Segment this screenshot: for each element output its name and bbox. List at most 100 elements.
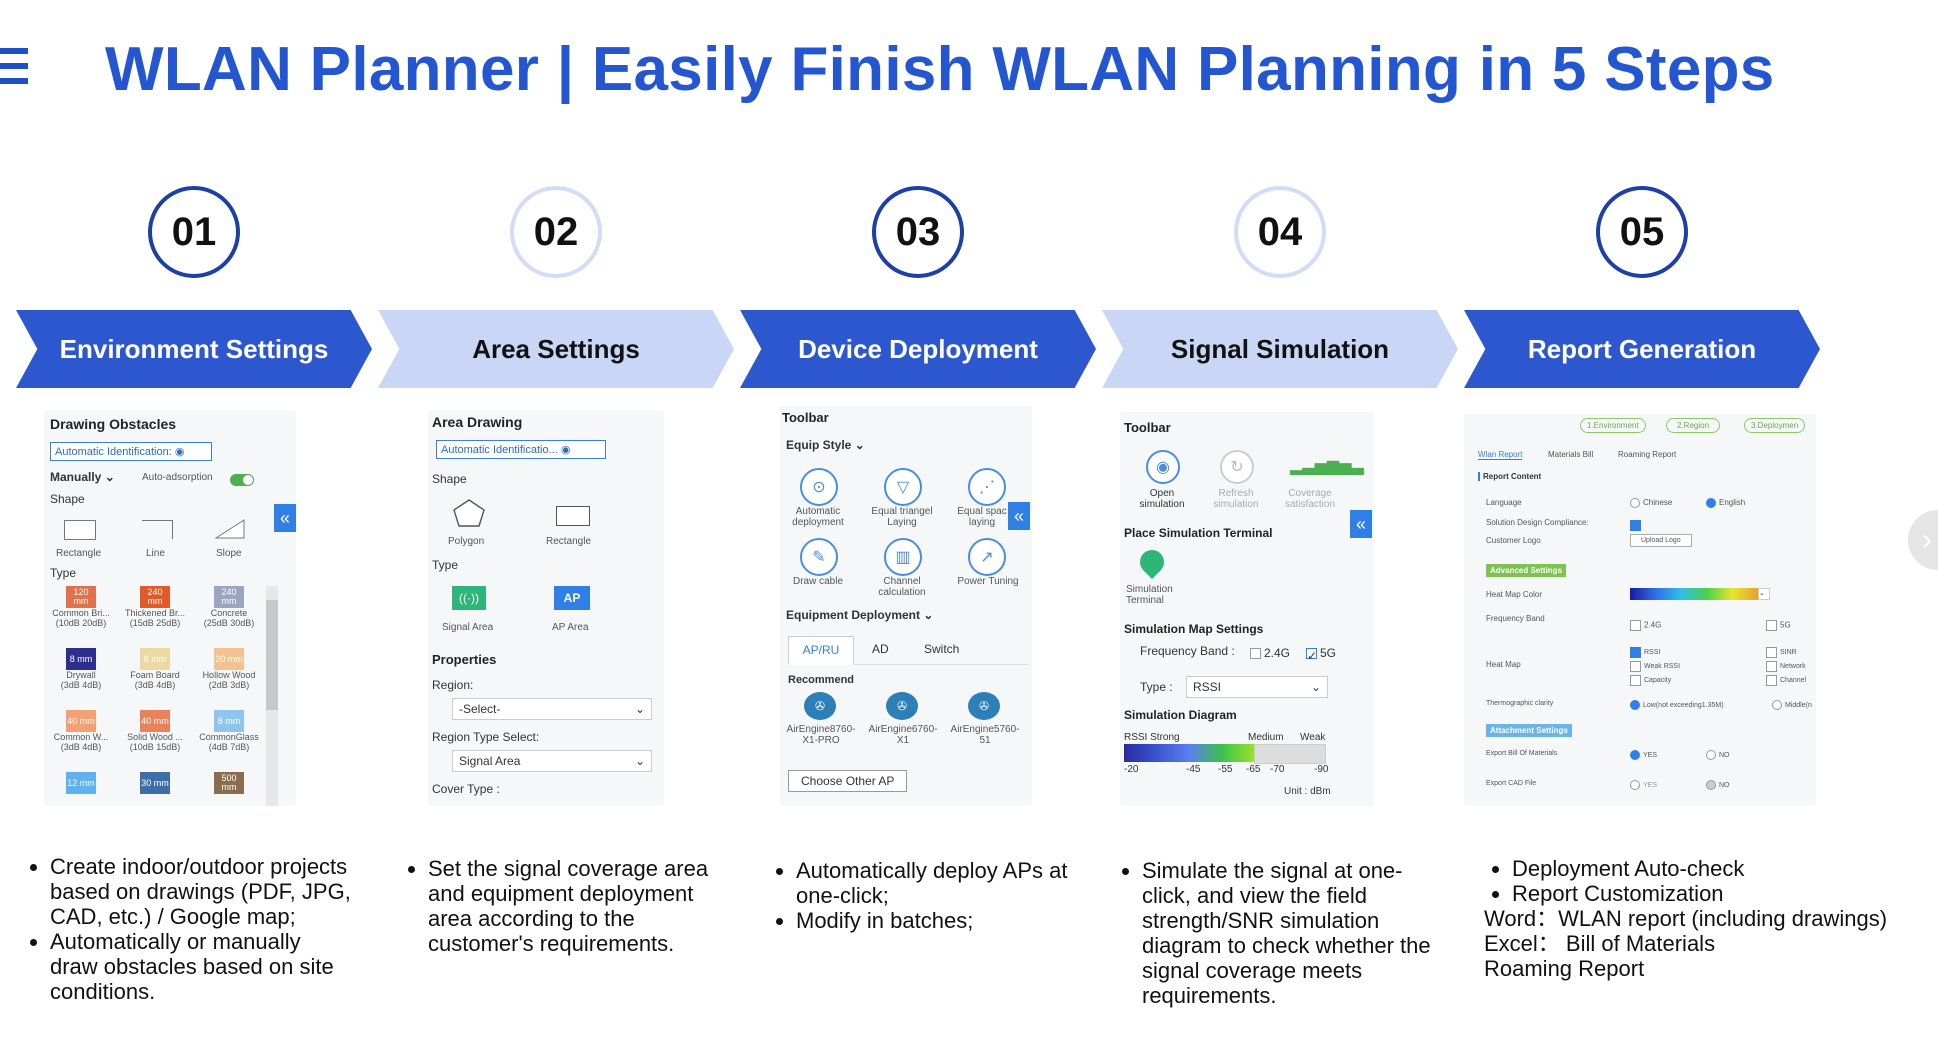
line-shape-icon[interactable] [142,520,173,539]
channel-checkbox[interactable]: Channel [1766,674,1806,688]
signal-area-icon[interactable]: ((·)) [452,586,486,610]
frequency-band-label: Frequency Band [1486,614,1545,623]
menu-icon[interactable] [0,48,28,92]
material-name: Common W... [53,732,109,742]
thermo-low-radio[interactable]: Low(not exceeding1.35M) [1630,700,1724,710]
collapse-icon[interactable]: « [274,504,296,532]
freq-24-checkbox[interactable]: 2.4G [1630,620,1661,631]
coverage-chart-icon[interactable]: ▂▃▅▆▅▃ [1290,458,1364,475]
material-item[interactable]: 30 mm [118,772,192,794]
cad-no-radio[interactable]: NO [1706,780,1730,790]
tab-ad[interactable]: AD [872,642,889,656]
region-select[interactable]: -Select-⌄ [452,698,652,720]
properties-heading: Properties [432,652,497,667]
next-slide-button[interactable]: › [1908,510,1938,570]
collapse-icon[interactable]: « [1008,502,1030,530]
material-name: Foam Board [130,670,180,680]
materials-scrollbar[interactable] [266,586,278,806]
subtab-wlan-report[interactable]: Wlan Report [1478,450,1523,460]
band-24-checkbox[interactable]: 2.4G [1250,646,1290,660]
weak-range-box[interactable] [1254,744,1326,764]
equal-triangle-icon[interactable]: ▽ [884,468,922,506]
equip-style-dropdown[interactable]: Equip Style ⌄ [786,438,865,452]
manually-dropdown[interactable]: Manually ⌄ [50,470,115,484]
map-settings-heading: Simulation Map Settings [1124,622,1264,636]
type-select[interactable]: RSSI⌄ [1186,676,1328,698]
description-item: Automatically or manually draw obstacles… [50,929,352,1004]
compliance-checkbox[interactable] [1630,518,1644,532]
capacity-checkbox[interactable]: Capacity [1630,674,1680,688]
collapse-icon[interactable]: « [1350,510,1372,538]
draw-cable-icon[interactable]: ✎ [800,538,838,576]
tab-environment[interactable]: 1.Environment [1580,418,1646,433]
material-db: (15dB 25dB) [129,618,181,628]
open-simulation-icon[interactable]: ◉ [1146,450,1180,484]
unit-label: Unit : dBm [1284,786,1331,797]
heatmap-color-bar[interactable] [1630,588,1758,600]
bom-no-radio[interactable]: NO [1706,750,1730,760]
power-tuning-icon[interactable]: ↗ [968,538,1006,576]
rssi-checkbox[interactable]: RSSI [1630,646,1680,660]
auto-deployment-icon[interactable]: ⊙ [800,468,838,506]
weak-rssi-checkbox[interactable]: Weak RSSI [1630,660,1680,674]
equal-space-icon[interactable]: ⋰ [968,468,1006,506]
ap-device-icon[interactable]: ✇ [804,692,836,720]
channel-calc-icon[interactable]: ▥ [884,538,922,576]
tab-ap-ru[interactable]: AP/RU [788,636,854,665]
material-name: CommonGlass [199,732,259,742]
subtab-materials-bill[interactable]: Materials Bill [1548,450,1594,459]
material-item[interactable]: 12 mm [44,772,118,794]
material-item[interactable]: 500 mm [192,772,266,794]
region-type-select[interactable]: Signal Area⌄ [452,750,652,772]
subtab-roaming-report[interactable]: Roaming Report [1618,450,1677,459]
auto-identification-button[interactable]: Automatic Identification: ◉ [50,442,212,461]
network-checkbox[interactable]: Network [1766,660,1806,674]
auto-adsorption-toggle[interactable] [230,473,254,486]
tab-switch[interactable]: Switch [924,642,960,656]
chevron-down-icon: ⌄ [634,754,645,768]
refresh-icon[interactable]: ↻ [1220,450,1254,484]
band-5-checkbox[interactable]: ✓5G [1306,646,1337,664]
material-swatch: 8 mm [140,648,170,670]
upload-logo-button[interactable]: Upload Logo [1630,534,1692,547]
chevron-down-icon[interactable]: ⌄ [1758,588,1770,600]
bom-yes-radio[interactable]: YES [1630,750,1657,760]
rectangle-shape-icon[interactable] [64,520,96,540]
material-db: (25dB 30dB) [203,618,255,628]
heat-map-label: Heat Map [1486,660,1521,669]
location-pin-icon[interactable] [1135,545,1169,579]
cad-yes-radio[interactable]: YES [1630,780,1657,790]
rectangle-shape-icon[interactable] [556,506,590,526]
auto-identification-button[interactable]: Automatic Identificatio... ◉ [436,440,606,459]
type-label: Type [50,566,77,580]
ap-device-icon[interactable]: ✇ [886,692,918,720]
english-radio[interactable]: English [1706,498,1745,508]
ap-model-label: AirEngine8760-X1-PRO [786,724,856,746]
freq-5-checkbox[interactable]: 5G [1766,620,1791,631]
ap-area-icon[interactable]: AP [554,586,590,610]
chinese-radio[interactable]: Chinese [1630,498,1672,508]
polygon-shape-icon[interactable] [452,498,486,528]
thermo-mid-radio[interactable]: Middle(n [1772,700,1812,710]
recommend-label: Recommend [788,674,855,686]
sinr-checkbox[interactable]: SINR [1766,646,1806,660]
tab-deployment[interactable]: 3.Deploymen [1744,418,1806,433]
ap-device-icon[interactable]: ✇ [968,692,1000,720]
slope-shape-icon[interactable] [214,518,246,540]
choose-other-ap-button[interactable]: Choose Other AP [788,770,908,792]
shape-slope-label: Slope [216,548,242,559]
rssi-scale-tick: -70 [1270,764,1285,775]
equipment-deployment-dropdown[interactable]: Equipment Deployment ⌄ [786,608,934,622]
tab-region[interactable]: 2.Region [1666,418,1721,433]
